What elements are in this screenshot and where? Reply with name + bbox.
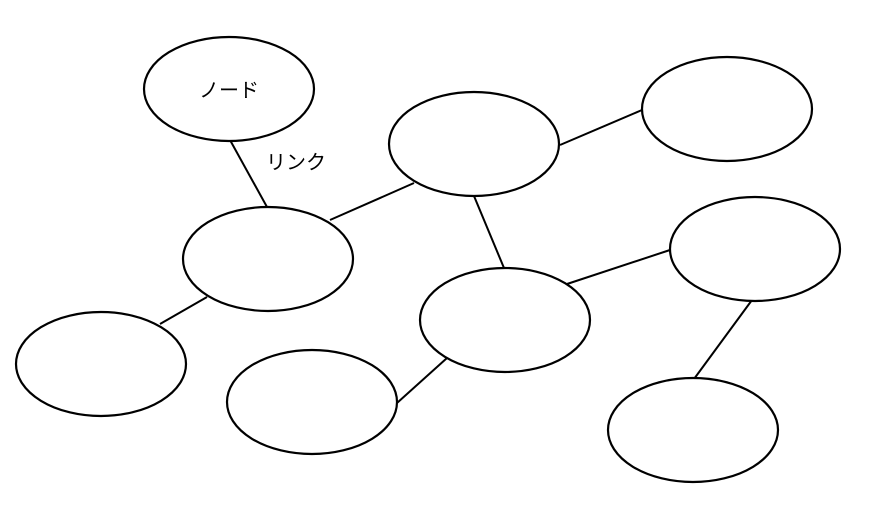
node-top-center [387,90,561,198]
link-center-left-to-top-center [329,182,415,221]
node-right [668,195,842,303]
node-label: ノード [199,78,259,102]
link-top-center-to-top-right [559,109,643,146]
link-node-label-to-center-left [229,139,268,208]
link-center-to-bottom-center [396,357,448,404]
link-label: リンク [266,150,326,174]
node-bottom-center [225,348,399,456]
link-center-to-right [566,249,671,285]
node-center-left [181,205,355,313]
node-center [418,266,592,374]
link-top-center-to-center [473,195,505,269]
node-labeled [142,35,316,143]
node-top-right [640,55,814,163]
link-right-to-bottom-right [693,299,753,380]
node-bottom-right [606,376,780,484]
link-center-left-to-far-left [159,296,208,325]
node-far-left [14,310,188,418]
